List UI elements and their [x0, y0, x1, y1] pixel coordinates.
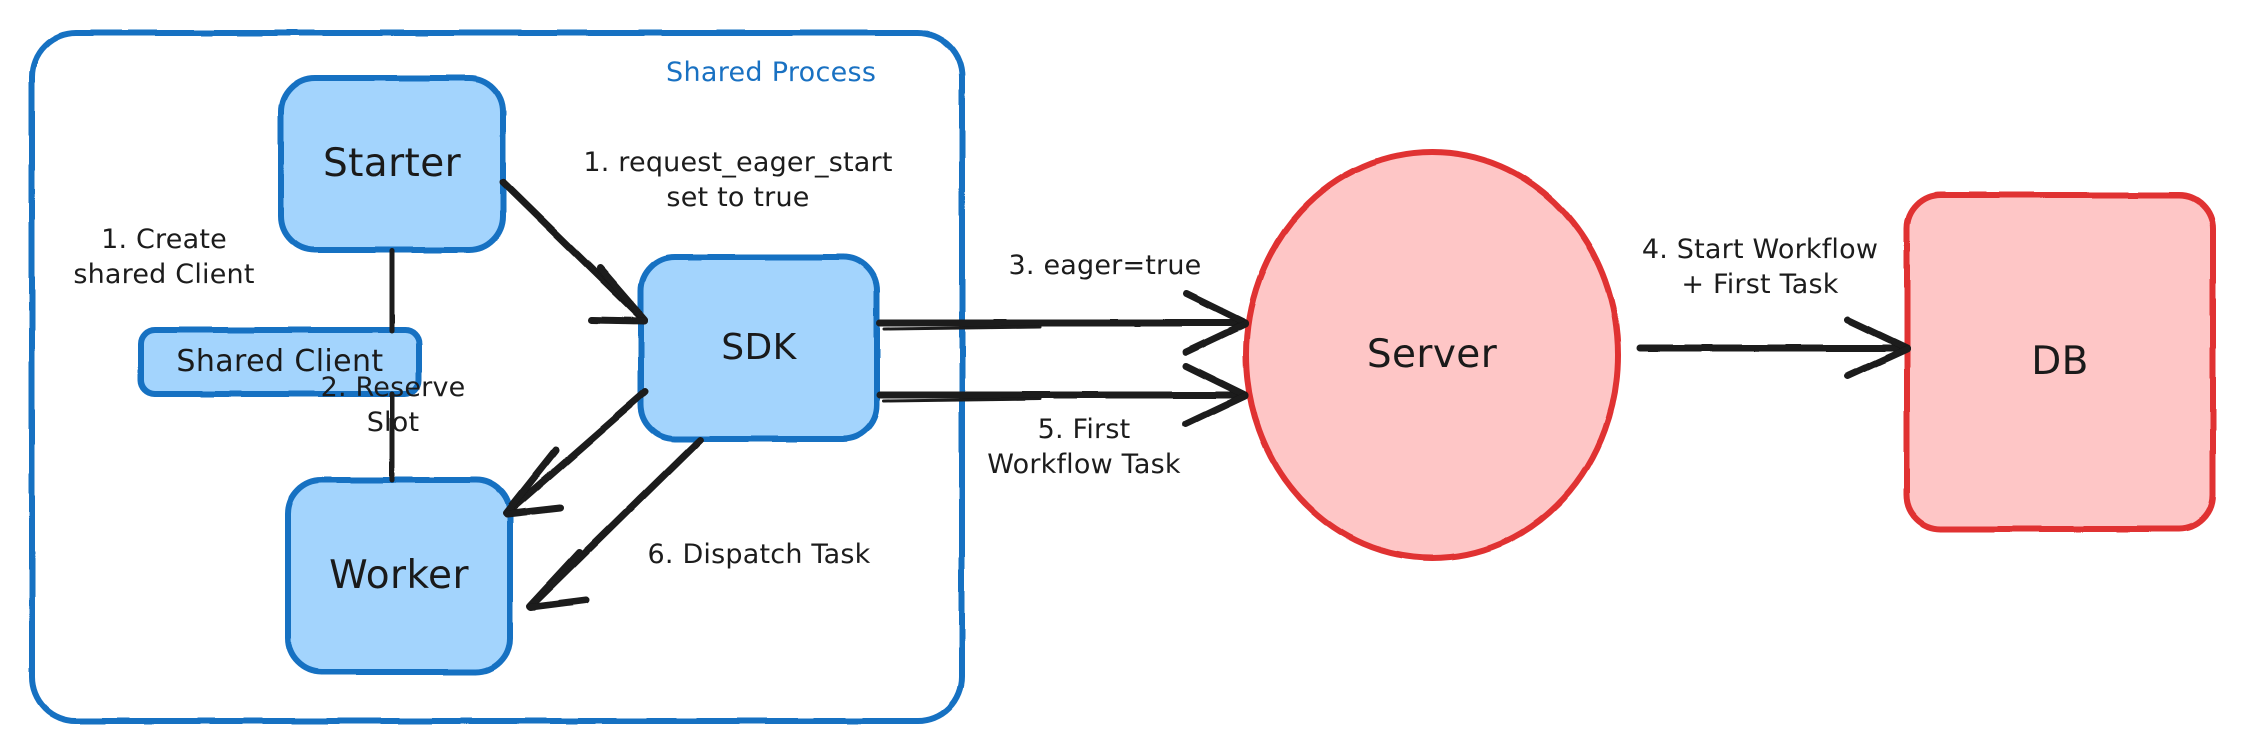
- node-label-worker[interactable]: Worker: [329, 553, 469, 599]
- node-label-server[interactable]: Server: [1366, 332, 1498, 378]
- node-label-db[interactable]: DB: [2031, 339, 2089, 385]
- edge-label-start-workflow-first-task: 4. Start Workflow + First Task: [1641, 234, 1879, 301]
- edge-sdk-worker-reserve-slot: [502, 388, 649, 518]
- edge-label-reserve-slot: 2. Reserve Slot: [320, 372, 466, 439]
- edge-label-eager-true: 3. eager=true: [1008, 250, 1202, 281]
- node-label-shared-client[interactable]: Shared Client: [176, 343, 384, 379]
- edge-server-db: [1636, 316, 1911, 380]
- edge-label-create-shared-client: 1. Create shared Client: [73, 224, 255, 291]
- node-label-sdk[interactable]: SDK: [721, 327, 797, 369]
- edge-label-request-eager-start: 1. request_eager_start set to true: [583, 147, 893, 214]
- edge-sdk-server-eager: [876, 290, 1249, 356]
- edge-sdk-worker-dispatch-task: [526, 436, 704, 611]
- node-label-starter[interactable]: Starter: [322, 141, 462, 187]
- edge-label-dispatch-task: 6. Dispatch Task: [647, 539, 871, 570]
- container-title-shared-process: Shared Process: [666, 57, 877, 88]
- edge-label-first-workflow-task: 5. First Workflow Task: [987, 414, 1181, 481]
